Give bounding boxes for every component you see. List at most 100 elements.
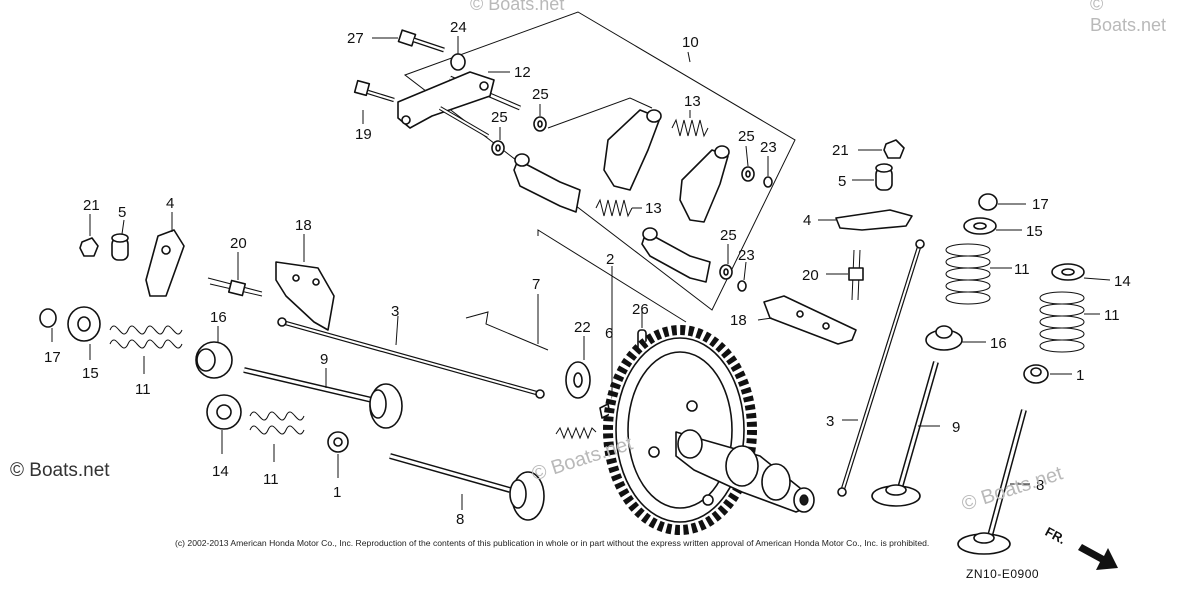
callout-5-right: 5 xyxy=(838,173,846,190)
part-20-stud-left[interactable] xyxy=(207,277,263,297)
callout-20-left: 20 xyxy=(230,235,247,252)
callout-8-right: 8 xyxy=(1036,477,1044,494)
callout-1-right: 1 xyxy=(1076,367,1084,384)
callout-8-left: 8 xyxy=(456,511,464,528)
part-24-collar[interactable] xyxy=(450,53,466,71)
part-23-nut-b[interactable] xyxy=(737,280,747,292)
part-14-valve-rotator-left[interactable] xyxy=(206,394,242,430)
callout-25a: 25 xyxy=(532,86,549,103)
part-1-cotter-left[interactable] xyxy=(327,431,349,453)
callout-20-right: 20 xyxy=(802,267,819,284)
part-17-valve-cap-right[interactable] xyxy=(978,193,998,211)
part-16-valve-seal-left[interactable] xyxy=(195,341,233,379)
callout-16-right: 16 xyxy=(990,335,1007,352)
part-3-push-rod-left[interactable] xyxy=(277,317,545,399)
part-18-guide-plate-left[interactable] xyxy=(275,261,335,331)
callout-13a: 13 xyxy=(684,93,701,110)
front-direction-arrow-icon xyxy=(1078,544,1118,570)
part-11-spring-left[interactable] xyxy=(109,325,183,349)
callout-3-left: 3 xyxy=(391,303,399,320)
part-25-washer-a[interactable] xyxy=(533,116,547,132)
callout-15-right: 15 xyxy=(1026,223,1043,240)
part-8-intake-valve-right[interactable] xyxy=(957,409,1027,555)
part-2-camshaft-gear[interactable] xyxy=(603,325,757,535)
callout-17-left: 17 xyxy=(44,349,61,366)
part-15-retainer-left[interactable] xyxy=(67,306,101,342)
callout-13b: 13 xyxy=(645,200,662,217)
part-16-valve-seal-right[interactable] xyxy=(925,325,963,351)
callout-6: 6 xyxy=(605,325,613,342)
part-8-intake-valve-left[interactable] xyxy=(389,453,545,521)
part-5-pivot-left[interactable] xyxy=(111,233,129,261)
callout-21-right: 21 xyxy=(832,142,849,159)
part-14-valve-rotator-right[interactable] xyxy=(1051,263,1085,281)
callout-10: 10 xyxy=(682,34,699,51)
part-9-exhaust-valve-right[interactable] xyxy=(871,361,939,507)
callout-19: 19 xyxy=(355,126,372,143)
rocker-arm-lower-right[interactable] xyxy=(679,145,730,223)
part-25-washer-c[interactable] xyxy=(741,166,755,182)
part-11-spring-left-lower[interactable] xyxy=(249,411,305,435)
callout-15-left: 15 xyxy=(82,365,99,382)
part-20-stud-right[interactable] xyxy=(848,249,864,301)
callout-11-right-upper: 11 xyxy=(1014,261,1030,278)
callout-25b: 25 xyxy=(491,109,508,126)
part-25-washer-b[interactable] xyxy=(491,140,505,156)
rocker-arm-upper-left[interactable] xyxy=(513,153,581,213)
part-11-spring-right-upper[interactable] xyxy=(945,243,991,305)
callout-18-right: 18 xyxy=(730,312,747,329)
part-19-bolt[interactable] xyxy=(353,79,395,103)
part-22-thrust-washer[interactable] xyxy=(565,361,591,399)
callout-9-left: 9 xyxy=(320,351,328,368)
callout-7: 7 xyxy=(532,276,540,293)
rocker-assembly-group-outline xyxy=(403,11,796,311)
part-18-guide-plate-right[interactable] xyxy=(763,295,857,345)
watermark-top: © Boats.net xyxy=(470,0,565,14)
callout-16-left: 16 xyxy=(210,309,227,326)
part-9-exhaust-valve-left[interactable] xyxy=(243,367,403,429)
part-17-valve-cap-left[interactable] xyxy=(39,308,57,328)
callout-14-left: 14 xyxy=(212,463,229,480)
part-13-spring-upper[interactable] xyxy=(671,118,709,138)
callout-9-right: 9 xyxy=(952,419,960,436)
rocker-arm-bracket[interactable] xyxy=(397,71,495,138)
part-23-nut-a[interactable] xyxy=(763,176,773,188)
part-21-nut-left[interactable] xyxy=(79,237,99,257)
part-4-rocker-left[interactable] xyxy=(145,229,185,297)
part-21-nut-right[interactable] xyxy=(883,139,905,159)
diagram-code: ZN10-E0900 xyxy=(966,567,1040,581)
callout-5-left: 5 xyxy=(118,204,126,221)
part-1-cotter-right[interactable] xyxy=(1023,364,1049,384)
callout-18-left: 18 xyxy=(295,217,312,234)
callout-11-left-lower: 11 xyxy=(263,471,279,488)
part-4-rocker-right[interactable] xyxy=(835,209,913,231)
part-5-pivot-right[interactable] xyxy=(875,163,893,191)
part-13-spring-lower[interactable] xyxy=(595,198,633,218)
callout-2: 2 xyxy=(606,251,614,268)
callout-4-right: 4 xyxy=(803,212,811,229)
callout-26: 26 xyxy=(632,301,649,318)
rocker-arm-lower-left[interactable] xyxy=(641,227,711,283)
rocker-arm-upper-right[interactable] xyxy=(603,109,662,191)
camshaft-lobes[interactable] xyxy=(675,429,815,513)
callout-17-right: 17 xyxy=(1032,196,1049,213)
part-6-decompressor-spring[interactable] xyxy=(555,403,611,440)
part-27-bolt[interactable] xyxy=(397,29,445,53)
callout-23b: 23 xyxy=(738,247,755,264)
callout-3-right: 3 xyxy=(826,413,834,430)
callout-1-left: 1 xyxy=(333,484,341,501)
part-3-push-rod-right[interactable] xyxy=(837,239,925,497)
callout-23a: 23 xyxy=(760,139,777,156)
callout-14-right: 14 xyxy=(1114,273,1131,290)
watermark-main: © Boats.net xyxy=(10,460,110,481)
callout-22: 22 xyxy=(574,319,591,336)
part-15-retainer-right[interactable] xyxy=(963,217,997,235)
part-7-governor-rod[interactable] xyxy=(465,311,549,351)
callout-11-right-lower: 11 xyxy=(1104,307,1120,324)
part-11-spring-right-lower[interactable] xyxy=(1039,291,1085,353)
callout-12: 12 xyxy=(514,64,531,81)
callout-24: 24 xyxy=(450,19,467,36)
part-25-washer-d[interactable] xyxy=(719,264,733,280)
